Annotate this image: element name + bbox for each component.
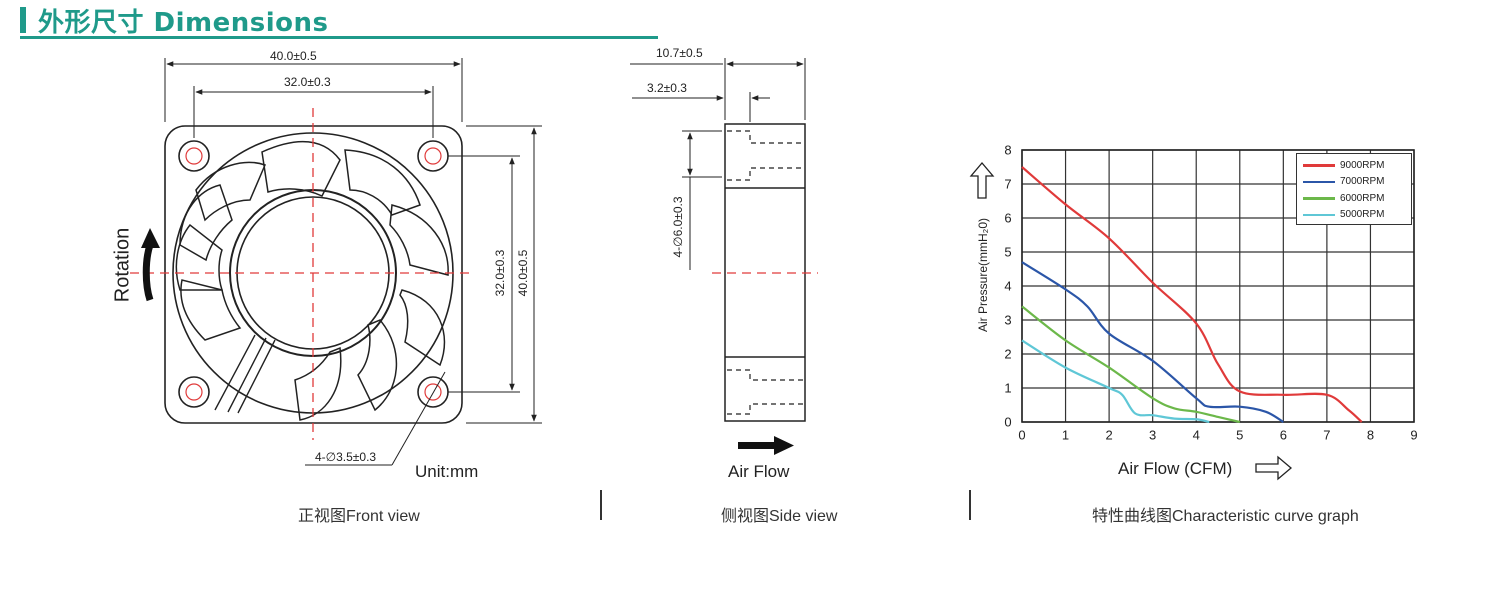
x-tick-label: 5: [1236, 427, 1244, 443]
dim-hole-depth: 4-∅6.0±0.3: [671, 196, 685, 258]
legend-entry: 9000RPM: [1303, 157, 1411, 174]
xlabel-arrow-icon: [1255, 455, 1293, 481]
y-tick-label: 2: [1004, 346, 1012, 362]
legend-label: 9000RPM: [1340, 159, 1385, 171]
legend-entry: 5000RPM: [1303, 207, 1411, 224]
legend-entry: 7000RPM: [1303, 174, 1411, 191]
chart-ylabel: Air Pressure(mmH₂0): [976, 218, 990, 332]
x-tick-label: 3: [1149, 427, 1157, 443]
rotation-label: Rotation: [111, 227, 134, 303]
x-tick-label: 0: [1018, 427, 1026, 443]
dim-outer-height: 40.0±0.5: [516, 249, 530, 297]
y-tick-label: 6: [1004, 210, 1012, 226]
dim-offset: 3.2±0.3: [647, 81, 687, 95]
curve-chart: [1021, 149, 1415, 424]
dim-outer-width: 40.0±0.5: [270, 49, 317, 63]
series-line-7000RPM: [1021, 261, 1284, 423]
front-right-dimensions: [448, 125, 542, 424]
chart-xlabel: Air Flow (CFM): [1118, 459, 1233, 478]
airflow-label: Air Flow: [728, 462, 790, 481]
title-accent-mark: [20, 7, 26, 33]
airflow-arrow-icon: [738, 436, 794, 455]
y-tick-label: 1: [1004, 380, 1012, 396]
ylabel-arrow-icon: [969, 161, 995, 199]
y-tick-label: 3: [1004, 312, 1012, 328]
series-line-5000RPM: [1021, 339, 1210, 424]
side-view-caption: 侧视图Side view: [721, 508, 838, 525]
wire-channel: [214, 334, 276, 414]
caption-separator: [969, 490, 971, 520]
dim-hole-height: 32.0±0.3: [493, 249, 507, 297]
series-line-9000RPM: [1021, 166, 1363, 423]
legend-swatch: [1303, 180, 1335, 183]
title-underline: [20, 36, 658, 39]
legend-label: 6000RPM: [1340, 192, 1385, 204]
x-tick-label: 2: [1105, 427, 1113, 443]
dim-hole-width: 32.0±0.3: [284, 75, 331, 89]
page-title: 外形尺寸 Dimensions: [38, 7, 329, 38]
front-top-dimensions: [164, 58, 463, 138]
legend-label: 7000RPM: [1340, 176, 1385, 188]
y-tick-label: 4: [1004, 278, 1012, 294]
hole-leader: [305, 371, 446, 466]
hole-dimension: 4-∅3.5±0.3: [315, 450, 377, 464]
dim-thickness: 10.7±0.5: [656, 46, 703, 60]
plot-area-border: [1021, 149, 1415, 423]
y-tick-label: 8: [1004, 142, 1012, 158]
x-tick-label: 9: [1410, 427, 1418, 443]
curve-graph-caption: 特性曲线图Characteristic curve graph: [1092, 508, 1359, 525]
x-tick-label: 1: [1061, 427, 1070, 443]
fan-blades: [175, 140, 449, 421]
legend-swatch: [1303, 213, 1335, 216]
chart-legend: 9000RPM 7000RPM 6000RPM 5000RPM: [1296, 153, 1412, 225]
y-tick-label: 0: [1004, 414, 1012, 430]
side-dimensions: [630, 58, 806, 270]
legend-swatch: [1303, 164, 1335, 167]
legend-label: 5000RPM: [1340, 209, 1385, 221]
x-tick-label: 6: [1279, 427, 1287, 443]
y-tick-label: 5: [1004, 244, 1012, 260]
x-tick-label: 7: [1323, 427, 1331, 443]
x-tick-label: 4: [1192, 427, 1200, 443]
caption-separator: [600, 490, 602, 520]
y-tick-label: 7: [1004, 176, 1012, 192]
front-view: [130, 58, 542, 466]
x-tick-label: 8: [1366, 427, 1375, 443]
side-hidden-lines: [727, 130, 803, 415]
rotation-arrow-icon: [141, 228, 160, 302]
legend-swatch: [1303, 197, 1335, 200]
section-header: 外形尺寸 Dimensions: [20, 2, 329, 38]
unit-label: Unit:mm: [415, 462, 479, 481]
series-line-6000RPM: [1021, 305, 1241, 424]
centre-lines: [130, 108, 472, 440]
legend-entry: 6000RPM: [1303, 190, 1411, 207]
side-view: [630, 58, 818, 422]
front-view-caption: 正视图Front view: [298, 508, 420, 525]
